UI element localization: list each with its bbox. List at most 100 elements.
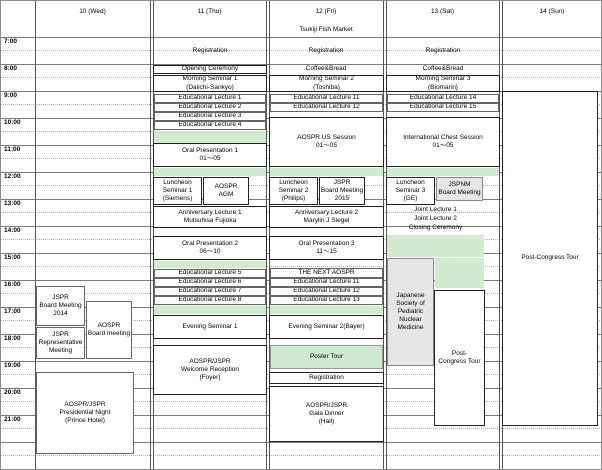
event-morning-seminar-1[interactable]: Morning Seminar 1 (Daiichi-Sankyo)	[153, 75, 267, 92]
event-coffee-bread-sat[interactable]: Coffee&Bread	[387, 65, 499, 74]
grid-line	[153, 0, 154, 470]
event-line: Educational Lecture 5	[178, 269, 242, 277]
event-line: AOSPR US Session	[297, 133, 356, 141]
event-educational-lecture-15[interactable]: Educational Lecture 15	[387, 103, 499, 112]
day-header-thu: 11 (Thu)	[197, 8, 222, 15]
event-line: AOSPR	[214, 182, 238, 190]
time-label: 19:00	[4, 362, 21, 369]
event-oral-presentation-2[interactable]: Oral Presentation 2 06～10	[153, 236, 267, 260]
event-line: AOSPR/JSPR	[305, 401, 348, 409]
event-jspr-representative-meeting[interactable]: JSPR Representative Meeting	[36, 327, 85, 359]
event-label: Tsukiji Fish Market	[299, 25, 353, 33]
event-educational-lecture-5[interactable]: Educational Lecture 5	[154, 269, 266, 278]
event-morning-seminar-2[interactable]: Morning Seminar 2 (Toshiba)	[269, 75, 384, 92]
event-line: Registration	[309, 373, 344, 381]
event-line: Society of	[396, 299, 425, 307]
event-poster-tour[interactable]: Poster Tour	[270, 345, 383, 369]
event-evening-seminar-2[interactable]: Evening Seminar 2(Bayer)	[269, 315, 384, 339]
grid-line	[0, 37, 602, 38]
event-line: Registration	[192, 46, 228, 54]
event-line: Seminar 3	[395, 186, 426, 194]
event-aospr-board-meeting[interactable]: AOSPR Board meeting	[86, 301, 132, 359]
event-educational-lecture-7[interactable]: Educational Lecture 7	[154, 287, 266, 296]
event-registration-sat[interactable]: Registration	[387, 40, 499, 62]
event-educational-lecture-11b[interactable]: Educational Lecture 11	[270, 278, 383, 287]
event-evening-seminar-1[interactable]: Evening Seminar 1	[153, 315, 267, 339]
event-line: Oral Presentation 3	[298, 239, 355, 247]
event-educational-lecture-4[interactable]: Educational Lecture 4	[154, 121, 266, 130]
event-line: International Chest Session	[403, 133, 483, 141]
event-line: Congress Tour	[438, 358, 481, 365]
event-line: THE NEXT AOSPR	[298, 268, 355, 276]
green-slot	[154, 131, 266, 143]
event-registration-thu[interactable]: Registration	[154, 40, 266, 62]
event-educational-lecture-1[interactable]: Educational Lecture 1	[154, 94, 266, 103]
event-oral-presentation-1[interactable]: Oral Presentation 1 01～05	[153, 143, 267, 167]
tsukiji-fish-market[interactable]: Tsukiji Fish Market	[270, 24, 382, 36]
event-post-congress-tour-sun[interactable]: Post-Congress Tour	[502, 91, 598, 426]
event-educational-lecture-13[interactable]: Educational Lecture 13	[270, 296, 383, 305]
event-registration-fri[interactable]: Registration	[270, 40, 382, 62]
event-line: Poster Tour	[309, 352, 344, 360]
event-coffee-bread-fri[interactable]: Coffee&Bread	[270, 65, 382, 74]
day-header-wed: 10 (Wed)	[79, 8, 106, 15]
event-post-congress-tour-sat[interactable]: Post- Congress Tour	[434, 290, 485, 426]
event-educational-lecture-3[interactable]: Educational Lecture 3	[154, 112, 266, 121]
event-educational-lecture-14[interactable]: Educational Lecture 14	[387, 94, 499, 103]
event-line: 11～15	[316, 248, 337, 255]
event-international-chest-session[interactable]: International Chest Session 01～05	[386, 117, 500, 167]
event-line: Morning Seminar 3	[415, 75, 471, 83]
grid-line	[150, 0, 151, 470]
event-oral-presentation-3[interactable]: Oral Presentation 3 11～15	[269, 236, 384, 260]
event-luncheon-seminar-1[interactable]: Luncheon Seminar 1 (Siemens)	[153, 177, 202, 205]
event-registration-fri-evening[interactable]: Registration	[269, 372, 384, 384]
green-slot	[154, 168, 266, 176]
event-line: 01～05	[432, 142, 454, 149]
event-line: Joint Lecture 2	[414, 215, 457, 223]
event-educational-lecture-6[interactable]: Educational Lecture 6	[154, 278, 266, 287]
event-line: (Siemens)	[162, 195, 193, 203]
grid-line	[0, 50, 602, 51]
grid-line	[266, 0, 267, 470]
event-line: Welcome Reception	[180, 365, 240, 373]
event-line: (Foyer)	[199, 374, 221, 382]
event-line: Board Meeting	[39, 301, 82, 309]
event-welcome-reception[interactable]: AOSPR/JSPR Welcome Reception (Foyer)	[153, 345, 267, 395]
event-anniversary-lecture-1[interactable]: Anniversary Lecture 1 Mutsuhisa Fujioka	[153, 206, 267, 228]
event-line: Closing Ceremony	[408, 224, 463, 232]
event-jspnm-board-meeting[interactable]: JSPNM Board Meeting	[436, 177, 483, 201]
event-line: Educational Lecture 1	[178, 94, 242, 102]
event-opening-ceremony[interactable]: Opening Ceremony	[153, 65, 267, 74]
event-joint-lecture-1[interactable]: Joint Lecture 1	[387, 206, 484, 215]
event-gala-dinner[interactable]: AOSPR/JSPR Gala Dinner (Hall)	[269, 386, 384, 442]
event-educational-lecture-11[interactable]: Educational Lecture 11	[270, 94, 383, 103]
event-closing-ceremony[interactable]: Closing Ceremony	[387, 224, 484, 233]
event-presidential-night[interactable]: AOSPR/JSPR Presidential Night (Prince Ho…	[36, 372, 134, 454]
event-line: AOSPR/JSPR	[189, 357, 231, 365]
day-header-fri: 12 (Fri)	[315, 8, 337, 15]
event-educational-lecture-2[interactable]: Educational Lecture 2	[154, 103, 266, 112]
event-line: (Prince Hotel)	[65, 417, 105, 425]
event-jspr-board-meeting-2014[interactable]: JSPR Board Meeting 2014	[36, 286, 85, 326]
event-educational-lecture-12[interactable]: Educational Lecture 12	[270, 103, 383, 112]
event-line: Educational Lecture 12	[293, 103, 360, 111]
event-japanese-society-pediatric-nuclear-medicine[interactable]: Japanese Society of Pediatric Nuclear Me…	[387, 258, 434, 366]
event-the-next-aospr[interactable]: THE NEXT AOSPR	[270, 268, 383, 278]
event-aospr-agm[interactable]: AOSPR AGM	[203, 177, 249, 205]
event-morning-seminar-3[interactable]: Morning Seminar 3 (Biomarin)	[386, 75, 500, 92]
event-line: JSPR	[52, 293, 69, 301]
time-label: 20:00	[4, 389, 21, 396]
event-line: AOSPR	[97, 321, 121, 329]
event-joint-lecture-2[interactable]: Joint Lecture 2	[387, 215, 484, 224]
event-educational-lecture-8[interactable]: Educational Lecture 8	[154, 296, 266, 305]
event-luncheon-seminar-3[interactable]: Luncheon Seminar 3 (GE)	[386, 177, 435, 205]
time-label: 16:00	[4, 281, 21, 288]
event-luncheon-seminar-2[interactable]: Luncheon Seminar 2 (Philips)	[269, 177, 318, 205]
event-aospr-us-session[interactable]: AOSPR US Session 01～05	[269, 117, 384, 167]
grid-line	[386, 0, 387, 470]
event-educational-lecture-12b[interactable]: Educational Lecture 12	[270, 287, 383, 296]
event-line: Educational Lecture 6	[178, 278, 242, 286]
event-jspr-board-meeting-2015[interactable]: JSPR Board Meeting 2015	[319, 177, 365, 205]
event-anniversary-lecture-2[interactable]: Anniversary Lecture 2 Marylin J Siegel	[269, 206, 384, 228]
